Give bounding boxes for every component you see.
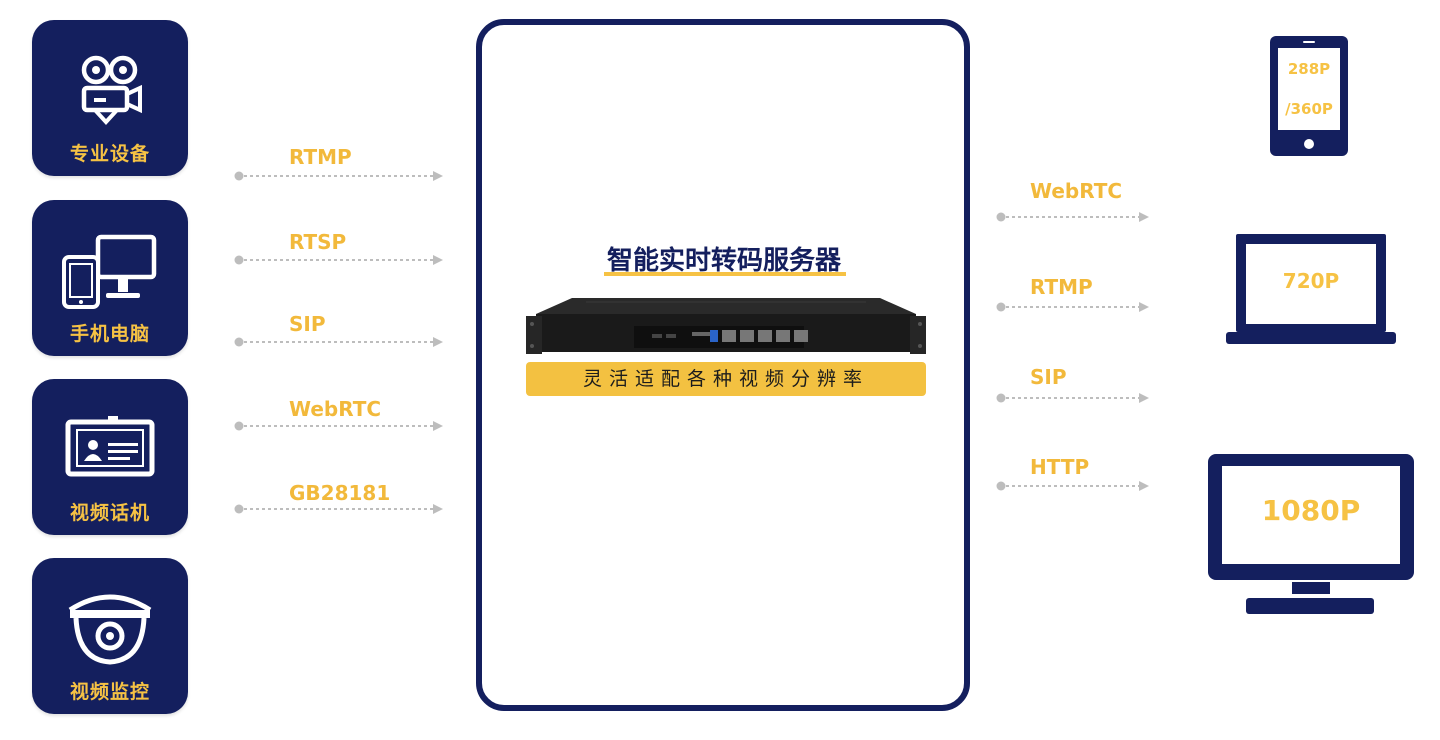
input-arrow bbox=[234, 421, 443, 431]
input-protocol-label: RTSP bbox=[289, 230, 347, 254]
tablet-icon bbox=[1270, 36, 1348, 156]
monitor-icon bbox=[1208, 454, 1414, 614]
input-arrow bbox=[234, 504, 443, 514]
resolution-banner: 灵活适配各种视频分辨率 bbox=[526, 362, 926, 396]
input-arrow bbox=[234, 255, 443, 265]
input-arrow bbox=[234, 171, 443, 181]
input-protocol-label: WebRTC bbox=[289, 397, 382, 421]
output-arrow bbox=[996, 302, 1149, 312]
source-card-video-phone: 视频话机 bbox=[32, 379, 188, 535]
server-title: 智能实时转码服务器 bbox=[606, 246, 841, 276]
video-phone-icon bbox=[65, 416, 155, 477]
source-card-pro-equipment: 专业设备 bbox=[32, 20, 188, 176]
title-underline bbox=[604, 272, 846, 276]
output-arrow bbox=[996, 212, 1149, 222]
output-protocol-label: RTMP bbox=[1030, 275, 1093, 299]
output-protocol-label: HTTP bbox=[1030, 455, 1090, 479]
output-protocol-label: WebRTC bbox=[1030, 179, 1123, 203]
source-card-surveillance: 视频监控 bbox=[32, 558, 188, 714]
rack-server-icon bbox=[526, 298, 926, 354]
output-protocol-label: SIP bbox=[1030, 365, 1067, 389]
source-label: 专业设备 bbox=[69, 143, 150, 165]
source-label: 视频话机 bbox=[69, 502, 150, 524]
input-protocol-label: SIP bbox=[289, 312, 326, 336]
output-arrow bbox=[996, 481, 1149, 491]
tablet-resolution-360p: /360P bbox=[1285, 100, 1333, 118]
output-arrow bbox=[996, 393, 1149, 403]
laptop-resolution: 720P bbox=[1282, 269, 1340, 293]
input-protocol-label: GB28181 bbox=[289, 481, 391, 505]
laptop-icon bbox=[1226, 234, 1396, 344]
input-arrow bbox=[234, 337, 443, 347]
monitor-resolution: 1080P bbox=[1261, 494, 1361, 527]
source-label: 视频监控 bbox=[69, 681, 150, 703]
camera-icon bbox=[81, 55, 142, 125]
phone-computer-icon bbox=[62, 234, 157, 309]
tablet-resolution-288p: 288P bbox=[1287, 60, 1331, 78]
source-card-phone-computer: 手机电脑 bbox=[32, 200, 188, 356]
surveillance-camera-icon bbox=[68, 594, 152, 665]
input-protocol-label: RTMP bbox=[289, 145, 352, 169]
source-label: 手机电脑 bbox=[69, 323, 150, 345]
